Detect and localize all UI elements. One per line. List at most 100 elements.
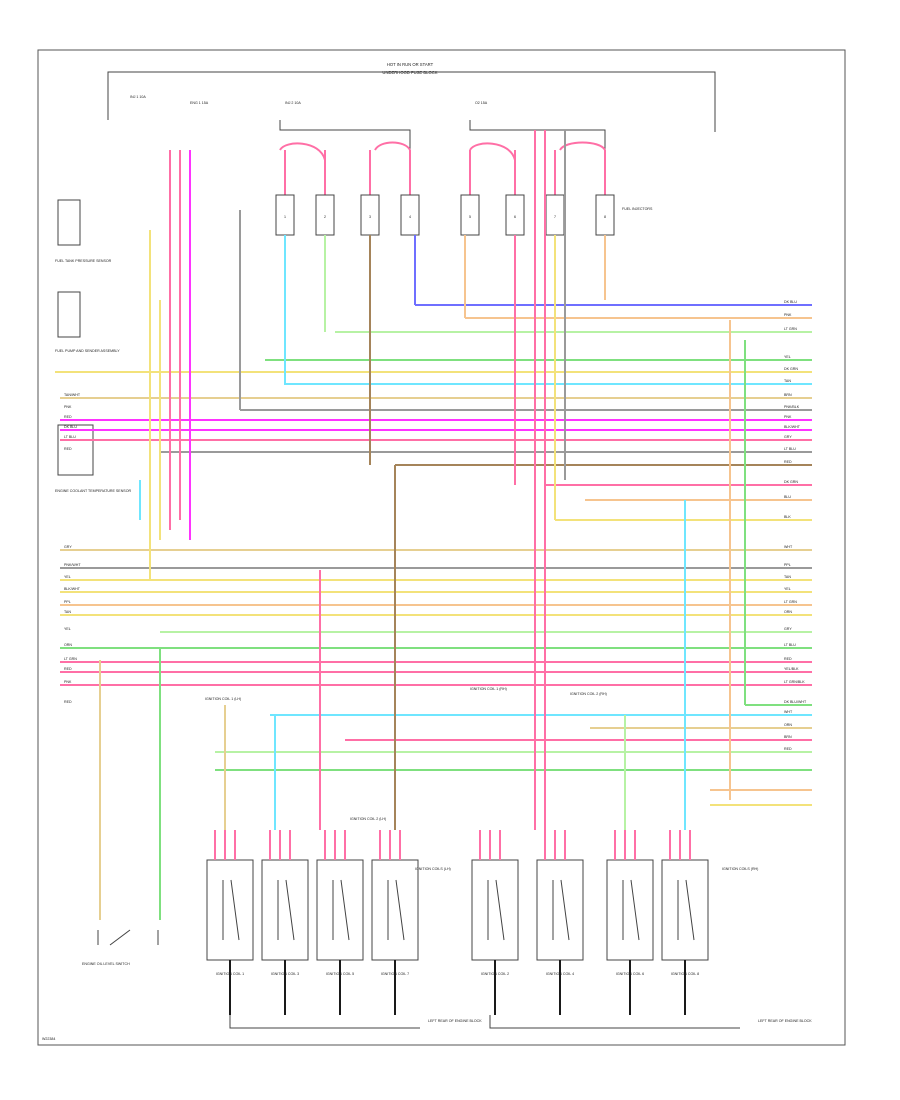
fuse-label: INJ 1 10A: [130, 95, 146, 99]
wire-color-label: WHT: [784, 710, 793, 714]
wire-color-label: BLK: [784, 515, 791, 519]
wire-color-label: DK GRN: [784, 480, 798, 484]
wire-color-label: PPL: [64, 600, 71, 604]
coil-feed-wire: [544, 830, 566, 860]
wire-color-label: RED: [64, 447, 72, 451]
fuse-label: INJ 2 10A: [285, 101, 301, 105]
injector-number: 5: [469, 215, 471, 219]
wire-color-label: GRY: [784, 627, 792, 631]
wire-color-label: RED: [784, 657, 792, 661]
wire-color-label: BLK/WHT: [64, 587, 81, 591]
wire-color-label: BRN: [784, 735, 792, 739]
wire-color-label: PNK/WHT: [64, 563, 81, 567]
callout-label: IGNITION COIL 1 (RH): [470, 687, 507, 691]
wire-color-label: DK BLU/WHT: [784, 700, 807, 704]
coil-winding: [622, 879, 640, 941]
coil-label: IGNITION COIL 8: [671, 972, 699, 976]
wire-color-label: YEL: [784, 355, 791, 359]
wire-color-label: PNK: [784, 415, 792, 419]
wire-color-label: PNK: [64, 405, 72, 409]
ignition-coil-body: [471, 859, 519, 961]
vertical-wires: [99, 130, 746, 920]
injector-number: 3: [369, 215, 371, 219]
ground-label: LEFT REAR OF ENGINE BLOCK: [758, 1019, 812, 1023]
coil-feed-wire: [614, 830, 636, 860]
coil-winding: [487, 879, 505, 941]
coil-label: IGNITION COIL 3: [271, 972, 299, 976]
ground-label: LEFT REAR OF ENGINE BLOCK: [428, 1019, 482, 1023]
wire-color-label: YEL: [64, 627, 71, 631]
coil-group-label: IGNITION COILS (LH): [415, 867, 451, 871]
wire-color-label: YEL: [784, 587, 791, 591]
coil-winding: [677, 879, 695, 941]
wire-color-label: BLU: [784, 495, 791, 499]
injector-body: [460, 194, 480, 236]
injector-group-label: FUEL INJECTORS: [622, 207, 653, 211]
left-component-label: FUEL PUMP AND SENDER ASSEMBLY: [55, 349, 120, 353]
wire-color-label: TAN: [64, 610, 71, 614]
wire-color-label: ORN: [784, 610, 792, 614]
ignition-coil-body: [661, 859, 709, 961]
wire-color-label: LT BLU: [784, 447, 796, 451]
fuse-block-outline: [107, 71, 716, 132]
fuse-label: O2 15A: [475, 101, 488, 105]
wire-color-label: RED: [784, 460, 792, 464]
diagram-frame: [37, 49, 846, 1046]
wire-color-label: YEL: [64, 575, 71, 579]
coil-label: IGNITION COIL 4: [546, 972, 574, 976]
wire-color-label: YEL/BLK: [784, 667, 799, 671]
coil-feed-wire: [324, 830, 346, 860]
injector-number: 4: [409, 215, 411, 219]
wire-color-label: LT BLU: [784, 643, 796, 647]
injector-bus-left: [279, 120, 411, 150]
injector-bus-right: [469, 120, 606, 150]
wire-color-label: TAN/WHT: [64, 393, 81, 397]
wire-color-label: LT GRN: [784, 327, 797, 331]
coil-winding: [552, 879, 570, 941]
injector-number: 7: [554, 215, 556, 219]
wire-color-label: PNK: [784, 313, 792, 317]
wire-color-label: DK GRN: [784, 367, 798, 371]
coil-label: IGNITION COIL 6: [616, 972, 644, 976]
injector-number: 6: [514, 215, 516, 219]
coil-group-label: IGNITION COILS (RH): [722, 867, 758, 871]
ignition-coil-body: [206, 859, 254, 961]
wire-color-label: TAN: [784, 379, 791, 383]
left-component-label: FUEL TANK PRESSURE SENSOR: [55, 259, 112, 263]
wire-color-label: DK BLU: [784, 300, 797, 304]
injector-feed-left: [279, 141, 411, 161]
wire-color-label: TAN: [784, 575, 791, 579]
wire-color-label: PNK: [64, 680, 72, 684]
harness-wires: [55, 304, 812, 806]
coil-winding: [222, 879, 240, 941]
coil-winding: [387, 879, 405, 941]
coil-label: IGNITION COIL 5: [326, 972, 354, 976]
coil-label: IGNITION COIL 2: [481, 972, 509, 976]
wire-color-label: RED: [64, 700, 72, 704]
coil-feed-wire: [379, 830, 401, 860]
ignition-coil-body: [261, 859, 309, 961]
fuel-pump-sender: [57, 291, 81, 338]
wire-color-label: BLK/WHT: [784, 425, 801, 429]
coil-feed-wire: [669, 830, 691, 860]
callout-label: IGNITION COIL 2 (RH): [570, 692, 607, 696]
coolant-temp-sensor: [57, 424, 94, 476]
wire-color-label: LT BLU: [64, 435, 76, 439]
coil-feed-wire: [479, 830, 501, 860]
wire-color-label: WHT: [784, 545, 793, 549]
injector-body: [400, 194, 420, 236]
ground-bar-right: [489, 1015, 740, 1029]
callout-label: IGNITION COIL 1 (LH): [205, 697, 241, 701]
wire-color-label: RED: [64, 667, 72, 671]
fuel-tank-pressure-sensor: [57, 199, 81, 246]
footer-code: W22384: [42, 1037, 55, 1041]
wire-color-label: DK BLU: [64, 425, 77, 429]
ground-bar-left: [229, 1015, 420, 1029]
ignition-coil-body: [371, 859, 419, 961]
injector-number: 1: [284, 215, 286, 219]
wire-color-label: LT GRN/BLK: [784, 680, 805, 684]
